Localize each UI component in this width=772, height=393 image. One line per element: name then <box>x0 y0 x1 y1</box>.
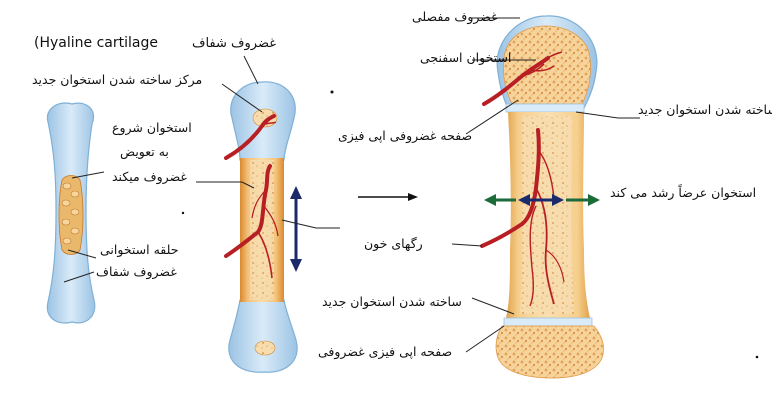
label-epiphyseal-plate-bottom: صفحه اپی فیزی غضروفی <box>318 346 452 359</box>
developing-bone-middle <box>226 82 302 372</box>
progress-arrow <box>358 193 418 201</box>
label-new-bone-forming-right: ساخته شدن استخوان جدید <box>638 104 772 117</box>
label-calcified-cartilage: غضروف میکند <box>112 171 187 184</box>
label-new-bone-forming-bottom: ساخته شدن استخوان جدید <box>322 296 462 309</box>
label-epiphyseal-plate-top: صفحه غضروفی اپی فیزی <box>338 130 472 143</box>
label-bone-starting-replace-2: به تعویض <box>120 146 169 159</box>
label-hyaline-cartilage: غضروف شفاف <box>96 266 177 279</box>
label-articular-cartilage: غضروف مفصلی <box>412 11 498 24</box>
label-hyaline-cartilage-title: غضروف شفاف <box>192 37 276 50</box>
label-bone-collar: حلقه استخوانی <box>100 244 178 257</box>
label-ossification-center: مرکز ساخته شدن استخوان جدید <box>32 74 202 87</box>
cartilage-model <box>47 103 94 323</box>
label-bone-starting-replace: استخوان شروع <box>112 122 192 135</box>
dot-mark <box>756 356 759 359</box>
dot-mark <box>182 212 184 214</box>
developing-bone-right <box>482 16 604 378</box>
dot-mark <box>331 91 334 94</box>
label-hyaline-cartilage-en: (Hyaline cartilage <box>34 36 158 50</box>
label-bone-width-growth: استخوان عرضاً رشد می کند <box>610 187 756 200</box>
label-blood-vessels: رگهای خون <box>364 238 423 251</box>
label-spongy-bone: استخوان اسفنجی <box>420 52 511 65</box>
